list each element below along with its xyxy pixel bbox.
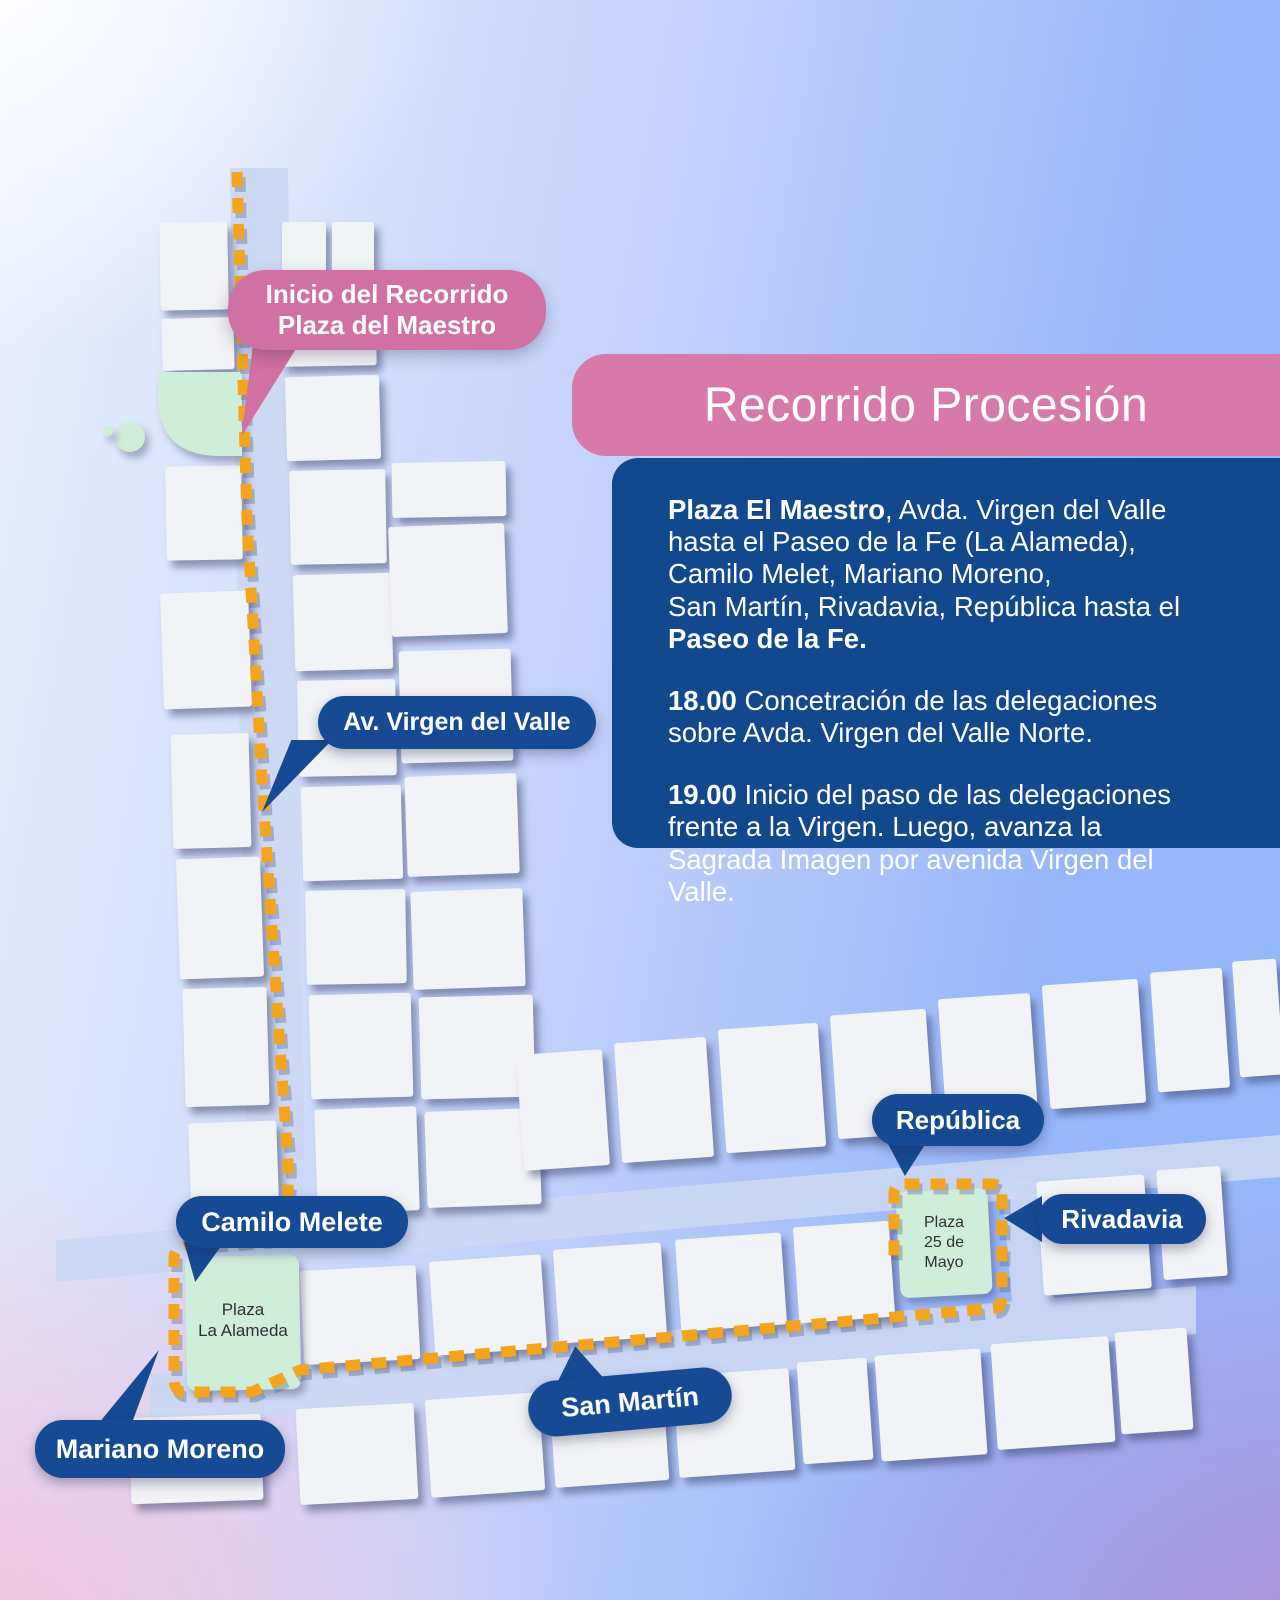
city-block — [424, 1108, 542, 1208]
street — [150, 1286, 1196, 1426]
street-label-mariano-moreno: Mariano Moreno — [35, 1420, 285, 1478]
city-block — [176, 856, 264, 980]
street-label-republica: República — [872, 1094, 1044, 1146]
city-block — [796, 1357, 874, 1465]
plaza-la-alameda-label: Plaza La Alameda — [198, 1299, 288, 1340]
city-block — [295, 1403, 419, 1505]
plaza-del-maestro-area — [158, 372, 242, 456]
city-block — [391, 461, 507, 518]
city-block — [553, 1242, 667, 1344]
procession-route — [168, 171, 1008, 1398]
plaza-25-de-mayo-label: Plaza 25 de Mayo — [923, 1214, 965, 1271]
city-block — [717, 1022, 827, 1154]
city-block — [404, 773, 520, 877]
inicio-callout-line2: Plaza del Maestro — [277, 310, 497, 340]
city-block — [990, 1336, 1116, 1450]
page-title: Recorrido Procesión — [703, 378, 1149, 432]
city-block — [289, 469, 387, 565]
city-block — [161, 317, 235, 371]
city-block — [938, 993, 1038, 1121]
city-block — [308, 992, 414, 1100]
street-label-text: Mariano Moreno — [55, 1433, 265, 1464]
street-label-text: República — [895, 1104, 1021, 1135]
city-block — [284, 374, 382, 462]
city-block — [160, 590, 252, 710]
city-block — [614, 1037, 714, 1163]
title-banner: Recorrido Procesión — [572, 354, 1280, 456]
street-label-text: San Martín — [559, 1380, 701, 1423]
city-block — [874, 1348, 988, 1462]
city-block — [159, 221, 229, 311]
city-block — [170, 733, 252, 849]
city-block — [182, 986, 270, 1108]
street-label-text: Av. Virgen del Valle — [343, 708, 571, 736]
city-block — [299, 1265, 421, 1365]
city-block — [424, 1392, 546, 1498]
inicio-callout: Inicio del Recorrido Plaza del Maestro — [228, 270, 546, 350]
city-block — [388, 523, 508, 637]
street-label-camilo-melete: Camilo Melete — [176, 1196, 408, 1248]
plaza-25-de-mayo-area — [895, 1188, 993, 1298]
plaza-la-alameda-area — [184, 1255, 302, 1391]
city-block — [314, 1106, 420, 1214]
street-label-text: Rivadavia — [1061, 1203, 1183, 1234]
city-block — [1041, 979, 1147, 1109]
city-block — [1232, 958, 1280, 1078]
city-block — [1114, 1327, 1194, 1435]
city-block — [429, 1254, 547, 1356]
city-block — [675, 1232, 787, 1332]
street-label-rivadavia: Rivadavia — [1038, 1194, 1206, 1244]
city-block — [332, 222, 374, 272]
city-block — [292, 572, 394, 672]
info-panel-text: Plaza El Maestro, Avda. Virgen del Valle… — [668, 494, 1181, 907]
info-panel: Plaza El Maestro, Avda. Virgen del Valle… — [612, 458, 1280, 907]
street-label-av-virgen-del-valle: Av. Virgen del Valle — [318, 696, 596, 749]
green-area — [103, 426, 113, 436]
city-block — [418, 994, 536, 1100]
city-block — [300, 784, 404, 882]
street-label-text: Camilo Melete — [201, 1206, 383, 1237]
green-area — [115, 422, 145, 452]
city-block — [282, 222, 326, 272]
city-block — [410, 888, 526, 990]
city-block — [305, 889, 407, 985]
city-block — [792, 1220, 896, 1324]
inicio-callout-line1: Inicio del Recorrido — [265, 278, 509, 309]
city-block — [516, 1049, 610, 1171]
city-block — [1150, 967, 1230, 1093]
city-block — [165, 465, 243, 561]
